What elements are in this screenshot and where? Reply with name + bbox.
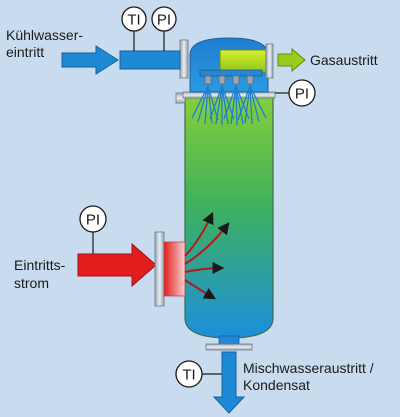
svg-text:PI: PI — [295, 86, 309, 103]
svg-text:Kondensat: Kondensat — [243, 377, 310, 393]
pi-cooling-instrument: PI — [151, 6, 177, 32]
ti-cooling-instrument: TI — [121, 6, 147, 32]
gas-outlet-pipe — [219, 43, 274, 79]
svg-text:PI: PI — [86, 212, 100, 229]
pi-top-instrument: PI — [288, 79, 316, 107]
pi-inlet-instrument: PI — [79, 205, 107, 233]
cooling-water-arrow — [61, 45, 119, 75]
gas-outlet-label: Gasaustritt — [310, 52, 378, 68]
water-spray-cones — [191, 85, 267, 126]
bottom-outlet-nozzle — [205, 335, 253, 351]
ti-outlet-instrument: TI — [175, 360, 203, 388]
mixed-water-arrow — [212, 351, 246, 414]
inlet-nozzle — [154, 231, 186, 307]
cooling-water-pipe — [119, 50, 181, 70]
spray-nozzle-manifold — [199, 69, 263, 85]
inlet-stream-arrow — [77, 242, 157, 288]
flow-distribution-arrows — [184, 211, 230, 300]
svg-text:Kühlwasser-: Kühlwasser- — [6, 27, 83, 43]
svg-text:TI: TI — [182, 367, 195, 384]
svg-text:PI: PI — [157, 12, 171, 29]
svg-text:eintritt: eintritt — [6, 44, 44, 60]
mixed-water-label: Mischwasseraustritt / Kondensat — [243, 360, 374, 393]
svg-text:TI: TI — [127, 12, 140, 29]
inlet-stream-label: Eintritts- strom — [14, 257, 66, 291]
svg-text:strom: strom — [14, 275, 49, 291]
gas-outlet-arrow — [277, 47, 306, 73]
cooling-water-label: Kühlwasser- eintritt — [6, 27, 83, 60]
svg-text:Mischwasseraustritt /: Mischwasseraustritt / — [243, 360, 374, 376]
instrument-leads — [92, 31, 289, 375]
condenser-vessel — [175, 92, 274, 339]
svg-text:Eintritts-: Eintritts- — [14, 257, 66, 273]
